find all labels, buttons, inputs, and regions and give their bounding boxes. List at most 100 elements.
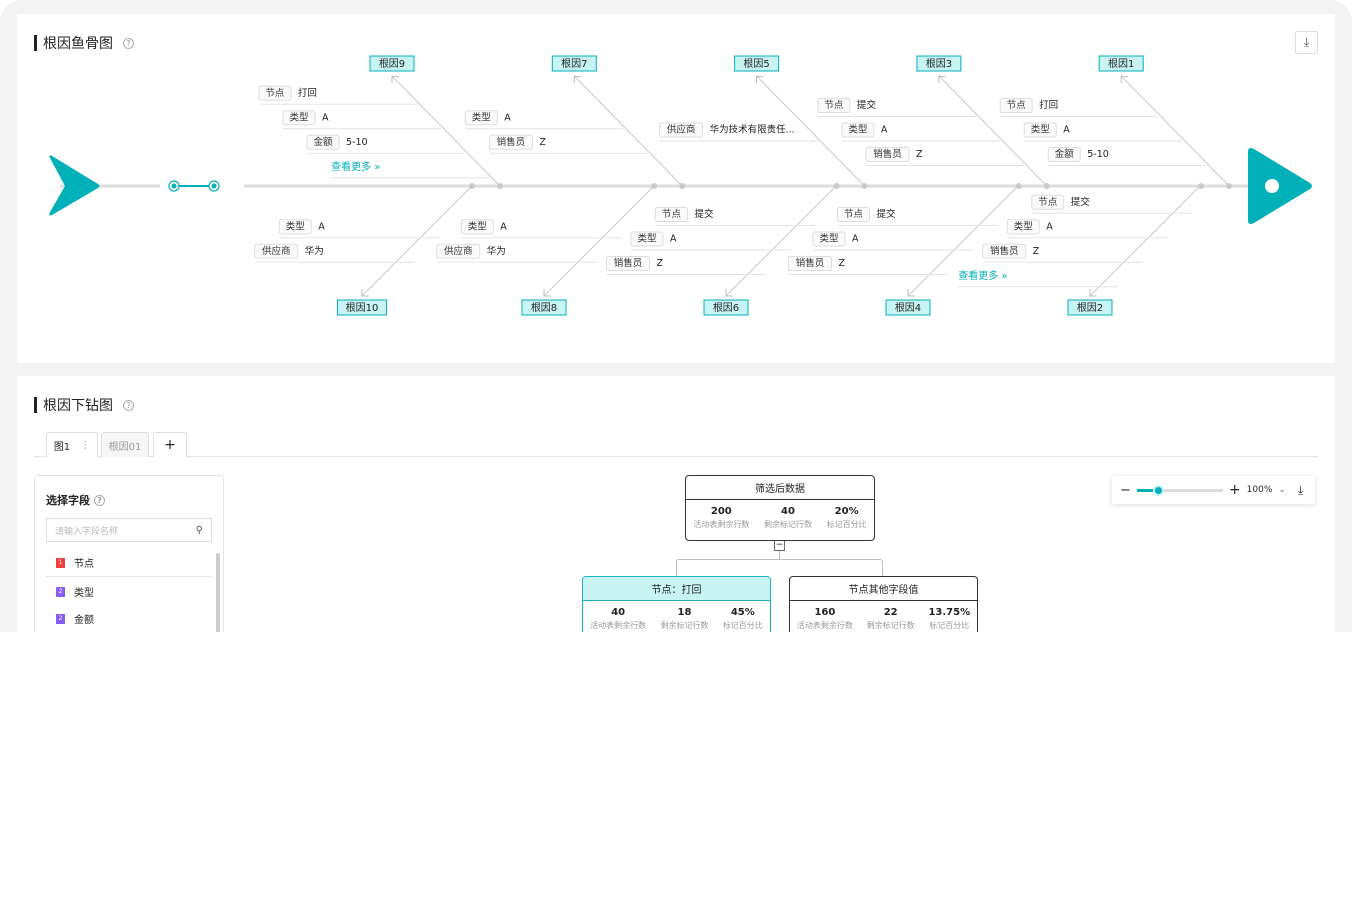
root-cause-label — [551, 55, 597, 72]
arrow-icon — [756, 75, 764, 83]
branch-line — [361, 185, 473, 297]
branch-line — [573, 75, 683, 187]
field-label: 类型 — [74, 588, 94, 599]
zoom-slider-handle[interactable] — [1153, 484, 1165, 496]
root-cause-label — [369, 55, 415, 72]
more-icon[interactable]: ⋮ — [80, 440, 91, 451]
add-tab-button[interactable]: + — [153, 432, 187, 457]
field-tag-text: 节点 — [1038, 197, 1058, 208]
root-cause-label — [1067, 299, 1113, 316]
field-value: A — [322, 112, 329, 123]
arrow-icon — [391, 75, 400, 83]
root-cause-label — [734, 55, 780, 72]
divider — [46, 576, 212, 577]
field-tag-text: 供应商 — [262, 245, 291, 257]
field-value: Z — [1033, 246, 1040, 257]
field-tag-text: 类型 — [472, 111, 492, 123]
zoom-slider[interactable] — [1136, 484, 1223, 496]
tab-divider — [34, 456, 1318, 457]
scrollbar[interactable] — [216, 553, 220, 632]
zoom-in-button[interactable]: + — [1228, 482, 1241, 498]
field-value: 打回 — [298, 87, 317, 99]
download-icon[interactable]: ⤓ — [1297, 482, 1304, 497]
field-tag — [812, 231, 846, 247]
help-icon[interactable]: ? — [94, 494, 105, 506]
zoom-out-button[interactable]: − — [1120, 482, 1131, 498]
field-tag — [982, 243, 1027, 259]
field-tag-text: 节点 — [844, 209, 864, 220]
spine-node — [1198, 183, 1205, 189]
root-cause-label-text: 根因10 — [346, 301, 379, 314]
root-cause-label — [916, 55, 962, 72]
field-tag — [1006, 219, 1040, 235]
root-cause-label-text: 根因9 — [379, 57, 405, 70]
root-cause-label-text: 根因2 — [1077, 301, 1103, 314]
tab-label: 图1 — [53, 442, 71, 453]
field-value: A — [670, 234, 677, 245]
rank-badge-icon: 2 — [56, 613, 65, 624]
root-cause-label — [1098, 55, 1144, 72]
branch-line — [1120, 75, 1230, 187]
field-value: A — [1063, 125, 1070, 136]
branch-line — [756, 75, 865, 187]
stat: 45%标记百分比 — [722, 607, 763, 630]
field-tag — [606, 256, 650, 271]
download-icon[interactable]: ⤓ — [1295, 31, 1318, 54]
node-title: 节点：打回 — [583, 577, 770, 601]
field-value: 提交 — [877, 208, 897, 220]
arrow-icon — [543, 289, 551, 297]
view-more-link[interactable]: 查看更多 » — [331, 160, 380, 173]
tab-root01[interactable]: 根因01 — [101, 432, 149, 457]
help-icon[interactable]: ? — [123, 37, 134, 49]
collapse-button[interactable]: − — [774, 540, 785, 551]
connector — [676, 559, 883, 577]
zoom-level-select[interactable]: 100% — [1246, 485, 1273, 495]
field-tag-text: 类型 — [819, 233, 839, 245]
field-tag — [460, 219, 494, 235]
arrow-icon — [725, 289, 733, 297]
field-tag-text: 类型 — [637, 233, 657, 245]
field-value: 提交 — [1071, 196, 1091, 208]
field-tag — [630, 231, 664, 247]
field-tag-text: 销售员 — [990, 245, 1019, 257]
branch-line — [907, 185, 1019, 297]
field-value: A — [881, 125, 888, 136]
zoom-toolbar: − + 100% ⌄ ⤓ — [1112, 476, 1315, 504]
root-cause-label-text: 根因5 — [743, 57, 769, 70]
field-tag-text: 类型 — [1031, 124, 1051, 136]
field-panel-title-text: 选择字段 — [46, 494, 90, 507]
spine-node — [1015, 183, 1022, 189]
fish-head-icon — [1248, 148, 1312, 224]
field-tag-text: 销售员 — [497, 136, 526, 148]
field-tag-text: 节点 — [662, 209, 682, 220]
arrow-icon — [573, 75, 582, 83]
fish-eye — [1265, 179, 1279, 193]
connector-dot — [171, 183, 177, 189]
field-tag — [1031, 194, 1065, 210]
chevron-down-icon[interactable]: ⌄ — [1278, 485, 1286, 495]
field-value: A — [852, 234, 859, 245]
fishbone-title: 根因鱼骨图 ? — [34, 33, 134, 53]
field-panel-title: 选择字段 ? — [46, 492, 105, 508]
view-more-link[interactable]: 查看更多 » — [958, 269, 1007, 282]
help-icon[interactable]: ? — [123, 399, 134, 411]
arrow-icon — [938, 75, 946, 83]
field-value: A — [318, 221, 325, 232]
field-search-input[interactable]: 请输入字段名称 ⚲ — [46, 518, 212, 542]
field-tag — [258, 85, 292, 101]
field-tag-text: 节点 — [265, 88, 285, 99]
branch-line — [725, 185, 837, 297]
field-tag-text: 类型 — [848, 124, 868, 136]
tab-chart1[interactable]: 图1 ⋮ — [46, 432, 98, 458]
